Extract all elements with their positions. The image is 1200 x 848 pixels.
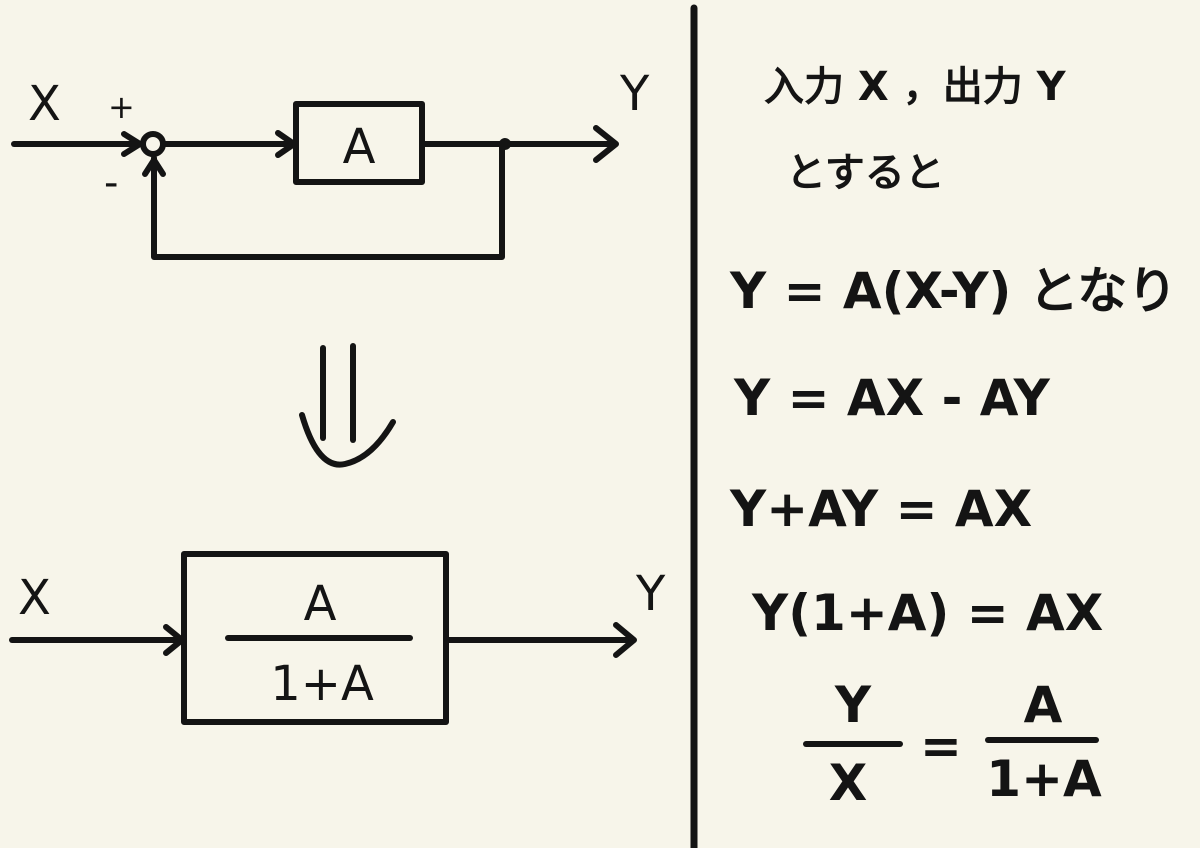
intro-line-2: とすると [786, 150, 945, 196]
feedback-input-label: X [28, 76, 61, 132]
equation-step-2: Y = AX - AY [733, 369, 1051, 427]
simplified-output-arrowhead [613, 622, 637, 658]
equation-step-1: Y = A(X-Y) となり [729, 262, 1177, 320]
feedback-output-label: Y [619, 66, 650, 122]
final-rhs-numerator: A [1024, 676, 1063, 734]
feedback-arrowhead [142, 157, 166, 177]
feedback-diagram: X + - A Y [11, 66, 650, 260]
double-arrow-head [299, 412, 396, 468]
transfer-numerator: A [304, 576, 337, 632]
final-equation: Y X = A 1+A [803, 676, 1102, 812]
minus-sign: - [104, 160, 118, 206]
final-lhs-numerator: Y [834, 676, 872, 734]
final-lhs-denominator: X [829, 754, 868, 812]
block-a-label: A [343, 119, 376, 175]
final-rhs-denominator: 1+A [986, 750, 1102, 808]
equivalence-arrow [299, 343, 396, 468]
output-arrowhead [593, 125, 619, 163]
simplified-diagram: X A 1+A Y [9, 551, 666, 725]
intro-line-1: 入力 X ，出力 Y [764, 64, 1067, 110]
equation-step-3: Y+AY = AX [729, 480, 1032, 538]
feedback-loop-line [151, 141, 505, 260]
simplified-input-label: X [18, 570, 51, 626]
plus-sign: + [108, 88, 135, 126]
derivation: 入力 X ，出力 Y とすると Y = A(X-Y) となり Y = AX - … [729, 64, 1177, 812]
transfer-denominator: 1+A [270, 656, 374, 712]
equation-step-4: Y(1+A) = AX [751, 584, 1103, 642]
simplified-output-label: Y [635, 566, 666, 622]
final-equals-sign: = [920, 717, 962, 775]
